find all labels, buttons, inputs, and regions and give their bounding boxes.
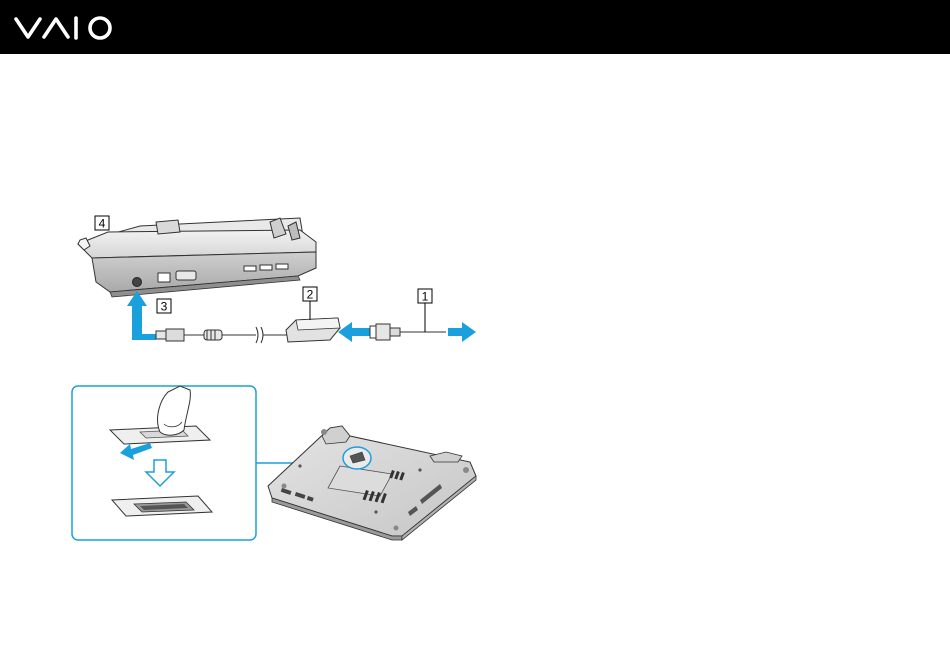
callout-2-label: 2 xyxy=(307,288,314,302)
callout-4: 4 xyxy=(95,216,109,231)
arrow-to-outlet xyxy=(448,322,476,342)
arrow-to-adapter xyxy=(338,322,370,342)
callout-1: 1 xyxy=(418,289,432,332)
arrow-dc-in xyxy=(127,291,156,340)
callout-1-label: 1 xyxy=(422,290,429,304)
ac-adapter xyxy=(286,318,340,342)
power-cord xyxy=(370,324,446,340)
callout-3: 3 xyxy=(157,299,171,314)
callout-2: 2 xyxy=(303,287,317,320)
dc-cable xyxy=(156,327,288,343)
callout-4-label: 4 xyxy=(99,217,106,231)
callout-3-label: 3 xyxy=(161,300,168,314)
laptop-bottom-view xyxy=(268,426,476,540)
docking-station xyxy=(78,218,316,297)
cover-removal-inset xyxy=(72,386,256,540)
